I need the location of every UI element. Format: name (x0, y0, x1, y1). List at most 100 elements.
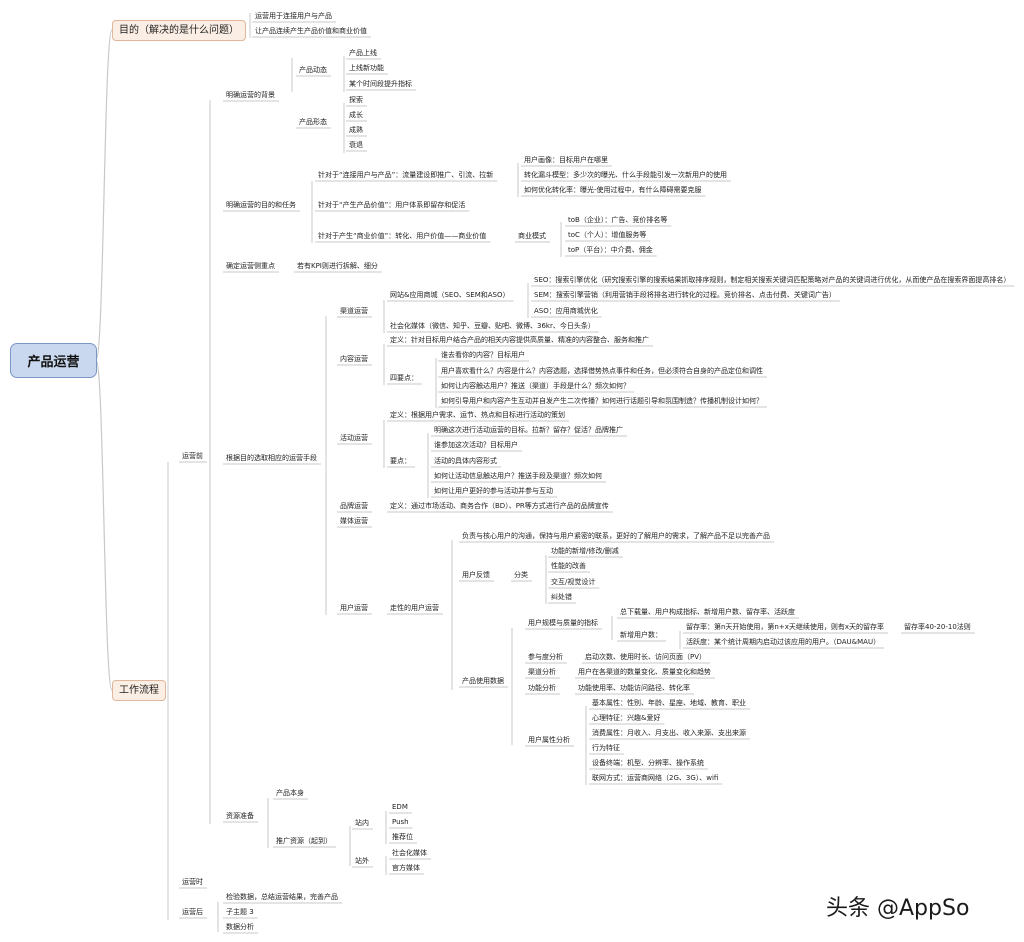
goals-title[interactable]: 明确运营的目的和任务 (226, 201, 296, 209)
business-model[interactable]: 商业模式 (518, 232, 546, 240)
purpose-item[interactable]: 让产品连续产生产品价值和商业价值 (255, 27, 367, 35)
retention[interactable]: 留存率：第n天开始使用，第n+x天继续使用，则有x天的留存率 (686, 623, 885, 631)
web-item[interactable]: ASO：应用商城优化 (534, 307, 598, 315)
internal-item[interactable]: Push (392, 818, 409, 826)
goal-commercial-value[interactable]: 针对于产生“商业价值”：转化、用户价值——商业价值 (318, 232, 487, 240)
purpose-item[interactable]: 运营用于连接用户与产品 (255, 12, 332, 20)
resource-promotion[interactable]: 推广资源（起到） (276, 837, 332, 845)
kpi-detail[interactable]: 若有KPI则进行拆解、细分 (297, 262, 378, 270)
channel-analysis[interactable]: 渠道分析 (528, 668, 556, 676)
product-data[interactable]: 产品使用数据 (462, 677, 504, 685)
root-topic[interactable]: 产品运营 (10, 343, 97, 378)
connect-item[interactable]: 如何优化转化率：曝光-使用过程中，有什么障碍需要克服 (524, 186, 702, 194)
activity-key-points[interactable]: 要点： (390, 457, 411, 465)
topic-purpose[interactable]: 目的（解决的是什么问题） (112, 20, 246, 41)
classify-item[interactable]: 纠处错 (551, 593, 572, 601)
model-item[interactable]: toC（个人）：增值服务等 (568, 231, 647, 239)
attribute-item[interactable]: 基本属性：性别、年龄、星座、地域、教育、职业 (592, 699, 746, 707)
background-title[interactable]: 明确运营的背景 (226, 91, 275, 99)
retention-rule[interactable]: 留存率40-20-10法则 (904, 623, 971, 631)
function-analysis-detail[interactable]: 功能使用率、功能访问路径、转化率 (578, 684, 690, 692)
channel-web[interactable]: 网站&应用商城（SEO、SEM和ASO） (390, 291, 510, 299)
web-item[interactable]: SEO：搜索引擎优化（研究搜索引擎的搜索结果抓取排序规则，制定相关搜索关键词匹配… (534, 276, 1011, 284)
product-dynamics[interactable]: 产品动态 (299, 66, 327, 74)
attribute-item[interactable]: 消费属性：月收入、月支出、收入来源、支出来源 (592, 729, 746, 737)
product-form[interactable]: 产品形态 (299, 118, 327, 126)
content-point[interactable]: 用户喜欢看什么？内容是什么？内容选题，选择借势热点事件和任务，但必须符合自身的产… (441, 367, 763, 375)
content-point[interactable]: 谁去看你的内容？目标用户 (441, 351, 525, 359)
scale-total[interactable]: 总下载量、用户构成指标、新增用户数、留存率、活跃度 (620, 608, 795, 616)
activity-point[interactable]: 谁参加这次活动？目标用户 (434, 441, 518, 449)
internal-item[interactable]: EDM (392, 803, 408, 811)
topic-workflow[interactable]: 工作流程 (112, 680, 166, 701)
brand-definition[interactable]: 定义：通过市场活动、商务合作（BD）、PR等方式进行产品的品牌宣传 (390, 502, 609, 510)
content-point[interactable]: 如何引导用户和内容产生互动并自发产生二次传播？如何进行话题引导和氛围制造？传播机… (441, 397, 763, 405)
activity-point[interactable]: 活动的具体内容形式 (434, 457, 497, 465)
attribute-item[interactable]: 联网方式：运营商网络（2G、3G）、wifi (592, 774, 719, 782)
attribute-item[interactable]: 行为特征 (592, 744, 620, 752)
media-ops[interactable]: 媒体运营 (340, 517, 368, 525)
attribute-analysis[interactable]: 用户属性分析 (528, 736, 570, 744)
goal-product-value[interactable]: 针对于“产生产品价值”：用户体系即留存和促活 (318, 201, 466, 209)
feedback-classify[interactable]: 分类 (514, 571, 528, 579)
active-users[interactable]: 活跃度：某个统计周期内启动过该应用的用户。（DAU&MAU） (686, 638, 881, 646)
stage-during[interactable]: 运营时 (182, 878, 203, 886)
new-users[interactable]: 新增用户数： (620, 631, 662, 639)
goal-connect[interactable]: 针对于“连接用户与产品”：流量建设即推广、引流、拉新 (318, 171, 494, 179)
connect-item[interactable]: 转化漏斗模型：多少次的曝光、什么手段能引发一次新用户的使用 (524, 171, 727, 179)
form-item[interactable]: 衰退 (349, 141, 363, 149)
function-analysis[interactable]: 功能分析 (528, 684, 556, 692)
form-item[interactable]: 成长 (349, 111, 363, 119)
user-communicate[interactable]: 负责与核心用户的沟通，保持与用户紧密的联系，更好的了解用户的需求，了解产品不足以… (462, 532, 770, 540)
stage-after[interactable]: 运营后 (182, 908, 203, 916)
web-item[interactable]: SEM：搜索引擎营销（利用营销手段将排名进行转化的过程。竞价排名、点击付费、关键… (534, 291, 836, 299)
dynamics-item[interactable]: 某个时间段提升指标 (349, 80, 412, 88)
kpi-title[interactable]: 确定运营侧重点 (226, 262, 275, 270)
model-item[interactable]: toB（企业）：广告、竞价排名等 (568, 216, 668, 224)
resources-title[interactable]: 资源准备 (226, 812, 254, 820)
channel-social[interactable]: 社会化媒体（微信、知乎、豆瓣、贴吧、微博、36kr、今日头条） (390, 322, 595, 330)
resource-product[interactable]: 产品本身 (276, 789, 304, 797)
activity-definition[interactable]: 定义：根据用户需求、运节、热点和目标进行活动的策划 (390, 411, 565, 419)
user-ops[interactable]: 用户运营 (340, 604, 368, 612)
stage-before[interactable]: 运营前 (182, 452, 203, 460)
form-item[interactable]: 成熟 (349, 126, 363, 134)
classify-item[interactable]: 功能的新增/修改/删减 (551, 547, 619, 555)
activity-point[interactable]: 如何让活动信息触达用户？推送手段及渠道？频次如何 (434, 472, 602, 480)
content-point[interactable]: 如何让内容触达用户？推送（渠道）手段是什么？频次如何？ (441, 382, 630, 390)
resource-external[interactable]: 站外 (355, 857, 369, 865)
external-item[interactable]: 官方媒体 (392, 864, 420, 872)
dynamics-item[interactable]: 上线新功能 (349, 64, 384, 72)
content-key-points[interactable]: 四要点： (390, 374, 418, 382)
dynamics-item[interactable]: 产品上线 (349, 49, 377, 57)
internal-item[interactable]: 推荐位 (392, 833, 413, 841)
core-user-ops[interactable]: 走性的用户运营 (390, 604, 439, 612)
scale-quality[interactable]: 用户规模与质量的指标 (528, 619, 598, 627)
classify-item[interactable]: 交互/视觉设计 (551, 578, 596, 586)
connector (95, 359, 113, 691)
means-title[interactable]: 根据目的选取相应的运营手段 (226, 454, 317, 462)
external-item[interactable]: 社会化媒体 (392, 849, 427, 857)
activity-point[interactable]: 明确这次进行活动运营的目标。拉新？留存？促活？品牌推广 (434, 426, 623, 434)
after-item[interactable]: 检验数据，总结运营结果，完善产品 (226, 893, 338, 901)
activity-point[interactable]: 如何让用户更好的参与活动并参与互动 (434, 487, 553, 495)
activity-ops[interactable]: 活动运营 (340, 434, 368, 442)
content-ops[interactable]: 内容运营 (340, 355, 368, 363)
model-item[interactable]: toP（平台）：中介费、佣金 (568, 246, 653, 254)
user-feedback[interactable]: 用户反馈 (462, 571, 490, 579)
participation-detail[interactable]: 启动次数、使用时长、访问页面（PV） (585, 653, 707, 661)
after-item[interactable]: 子主题 3 (226, 908, 254, 916)
brand-ops[interactable]: 品牌运营 (340, 502, 368, 510)
participation[interactable]: 参与度分析 (528, 653, 563, 661)
form-item[interactable]: 探索 (349, 96, 363, 104)
channel-ops[interactable]: 渠道运营 (340, 307, 368, 315)
content-definition[interactable]: 定义：针对目标用户结合产品的相关内容提供高质量、精准的内容整合、服务和推广 (390, 336, 649, 344)
resource-internal[interactable]: 站内 (355, 819, 369, 827)
attribute-item[interactable]: 设备终端：机型、分辨率、操作系统 (592, 759, 704, 767)
channel-analysis-detail[interactable]: 用户在各渠道的数量变化、质量变化和趋势 (578, 668, 711, 676)
after-item[interactable]: 数据分析 (226, 923, 254, 931)
attribute-item[interactable]: 心理特征：兴趣&爱好 (592, 714, 661, 722)
classify-item[interactable]: 性能的改善 (551, 562, 586, 570)
connect-item[interactable]: 用户画像：目标用户在哪里 (524, 156, 608, 164)
